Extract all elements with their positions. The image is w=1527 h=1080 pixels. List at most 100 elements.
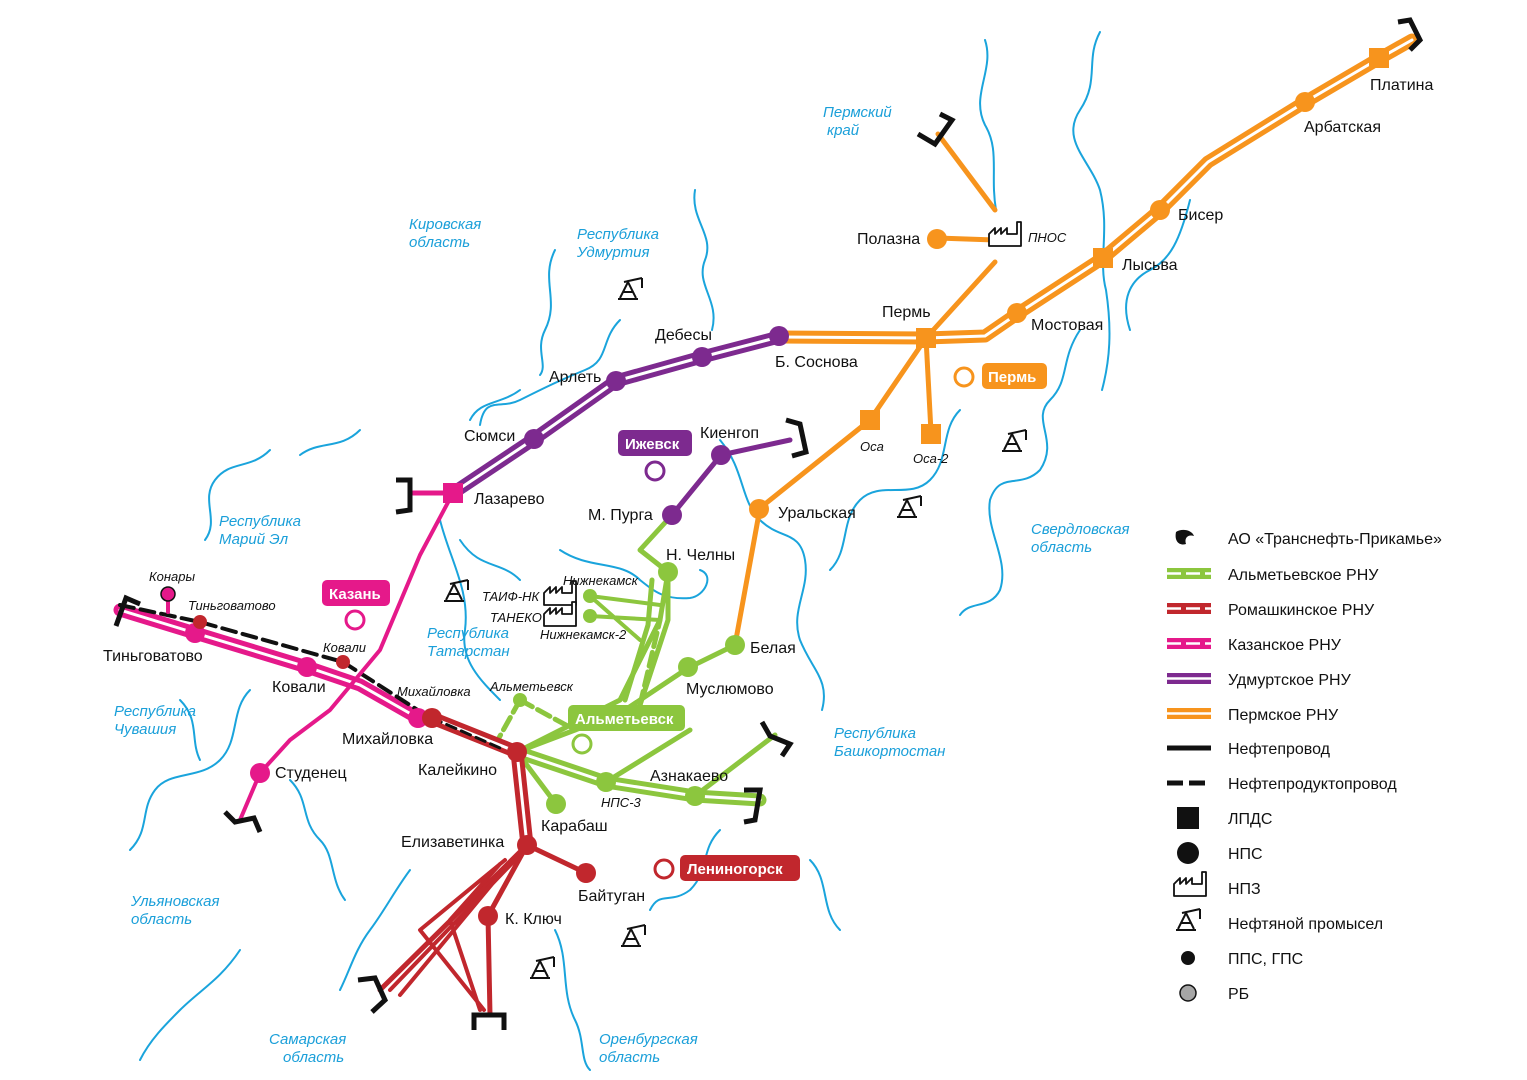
pps-marker <box>336 655 350 669</box>
city-circle <box>953 366 975 388</box>
pipeline-end-marker <box>113 594 141 627</box>
legend-label: ЛПДС <box>1228 811 1272 828</box>
region-samara-1: Самарская <box>269 1031 346 1048</box>
city-circle <box>571 733 593 755</box>
city-label-almetyevsk: Альметьевск <box>575 711 674 728</box>
legend-label: Пермское РНУ <box>1228 707 1339 724</box>
small-label: ТАНЕКО <box>490 610 542 625</box>
legend-item-4: Удмуртское РНУ <box>1167 672 1352 689</box>
station-label: Киенгоп <box>700 425 759 442</box>
station-label: Б. Соснова <box>775 354 858 371</box>
oil-derrick-icon <box>620 924 646 947</box>
pipeline-end-marker <box>395 477 413 515</box>
station-label: Лазарево <box>474 491 545 508</box>
nps-marker <box>678 657 698 677</box>
legend-label: Альметьевское РНУ <box>1228 567 1379 584</box>
legend-item-11: Нефтяной промысел <box>1175 908 1383 933</box>
nps-marker <box>408 708 428 728</box>
region-mari-el-2: Марий Эл <box>219 531 289 548</box>
city-badge-almetyevsk <box>568 705 685 731</box>
nps-marker <box>711 445 731 465</box>
nps-marker <box>662 505 682 525</box>
nps-marker <box>576 863 596 883</box>
pps-marker <box>583 609 597 623</box>
oil-derrick-icon <box>1175 908 1201 931</box>
region-udmurtia-2: Удмуртия <box>576 244 650 261</box>
lpds-marker <box>1369 48 1389 68</box>
station-label: Платина <box>1370 77 1433 94</box>
station-label: Дебесы <box>655 327 712 344</box>
region-ulyanovsk-2: область <box>131 911 192 928</box>
small-labels: ПНОС Оса Оса-2 Конары Тиньговатово Ковал… <box>149 230 1067 810</box>
legend-item-0: АО «Транснефть-Прикамье» <box>1175 529 1442 548</box>
station-label: М. Пурга <box>588 507 653 524</box>
oil-derrick-icon <box>1001 429 1027 452</box>
region-ulyanovsk-1: Ульяновская <box>130 893 219 910</box>
oil-derrick-icon <box>896 495 922 518</box>
lpds-stations <box>443 48 1389 503</box>
small-label: Оса-2 <box>913 451 949 466</box>
station-label: Муслюмово <box>686 681 774 698</box>
end-markers <box>113 17 1424 1030</box>
refineries <box>543 221 1022 627</box>
small-label: Конары <box>149 569 196 584</box>
station-label: Калейкино <box>418 762 497 779</box>
legend-label: Казанское РНУ <box>1228 637 1342 654</box>
station-label: Арбатская <box>1304 119 1381 136</box>
legend-label: Нефтепродуктопровод <box>1228 776 1397 793</box>
refinery-icon <box>1173 871 1207 897</box>
legend-label: Удмуртское РНУ <box>1228 672 1352 689</box>
transneft-logo-icon <box>1175 529 1194 545</box>
station-label: Арлеть <box>549 369 601 386</box>
city-badge-leninogorsk <box>680 855 800 881</box>
legend-item-12: ППС, ГПС <box>1181 951 1303 968</box>
lpds-marker <box>443 483 463 503</box>
legend-item-7: Нефтепродуктопровод <box>1167 776 1397 793</box>
station-label: Н. Челны <box>666 547 735 564</box>
small-label: Ковали <box>323 640 366 655</box>
nps-marker <box>596 772 616 792</box>
region-perm-krai-2: край <box>827 122 860 139</box>
small-label: Нижнекамск-2 <box>540 627 627 642</box>
legend-item-6: Нефтепровод <box>1167 741 1331 758</box>
pipeline-end-marker <box>357 975 389 1014</box>
small-label: Альметьевск <box>489 679 574 694</box>
small-label: ТАИФ-НК <box>482 589 541 604</box>
nps-marker <box>478 906 498 926</box>
nps-marker <box>658 562 678 582</box>
region-kirov-2: область <box>409 234 470 251</box>
pps-marker <box>160 586 176 602</box>
station-label: Ковали <box>272 679 326 696</box>
legend-item-3: Казанское РНУ <box>1167 637 1342 654</box>
station-label: Байтуган <box>578 888 645 905</box>
oil-derrick-icon <box>529 956 555 979</box>
small-label: НПС-3 <box>601 795 642 810</box>
region-tatarstan-2: Татарстан <box>427 643 510 660</box>
station-label: Карабаш <box>541 818 608 835</box>
city-markers: Пермь Ижевск Казань Альметьевск Лениного… <box>322 363 1047 881</box>
region-mari-el-1: Республика <box>219 513 301 530</box>
station-label: Елизаветинка <box>401 834 504 851</box>
nps-stations <box>185 92 1315 926</box>
station-label: Мостовая <box>1031 317 1103 334</box>
region-bashkortostan-2: Башкортостан <box>834 743 945 760</box>
station-label: Михайловка <box>342 731 433 748</box>
region-tatarstan-1: Республика <box>427 625 509 642</box>
region-bashkortostan-1: Республика <box>834 725 916 742</box>
nps-marker <box>606 371 626 391</box>
pipeline-end-marker <box>916 111 956 148</box>
pipeline-end-marker <box>785 417 809 459</box>
region-orenburg-1: Оренбургская <box>599 1031 698 1048</box>
region-chuvashia-1: Республика <box>114 703 196 720</box>
legend-label: Нефтепровод <box>1228 741 1331 758</box>
nps-marker <box>769 326 789 346</box>
city-badge-izhevsk <box>618 430 692 456</box>
nps-marker <box>749 499 769 519</box>
station-label: Лысьва <box>1122 257 1178 274</box>
pipeline-end-marker <box>1397 17 1424 52</box>
nps-marker <box>507 742 527 762</box>
station-label: Белая <box>750 640 796 657</box>
city-label-leninogorsk: Лениногорск <box>687 861 783 878</box>
circle-icon <box>1177 842 1199 864</box>
city-label-perm: Пермь <box>988 369 1036 386</box>
